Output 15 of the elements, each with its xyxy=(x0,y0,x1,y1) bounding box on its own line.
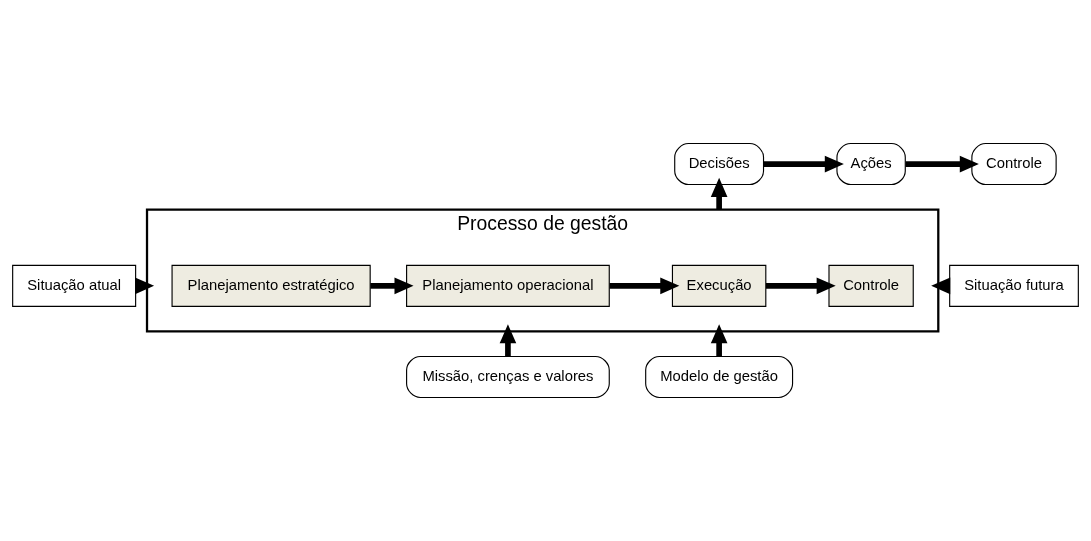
node-box: Planejamento operacional xyxy=(406,264,610,307)
arrow xyxy=(370,277,414,295)
node-box: Missão, crenças e valores xyxy=(406,355,610,398)
node-box: Decisões xyxy=(674,143,765,186)
node-box: Modelo de gestão xyxy=(645,355,794,398)
node-box: Controle xyxy=(828,264,914,307)
arrow xyxy=(766,277,836,295)
node-box: Execução xyxy=(671,264,767,307)
node-box: Controle xyxy=(971,143,1057,186)
arrow xyxy=(609,277,680,295)
node-box: Planejamento estratégico xyxy=(171,264,371,307)
arrow xyxy=(710,177,728,210)
arrow xyxy=(905,155,979,173)
node-box: Ações xyxy=(836,143,906,186)
arrow xyxy=(763,155,844,173)
